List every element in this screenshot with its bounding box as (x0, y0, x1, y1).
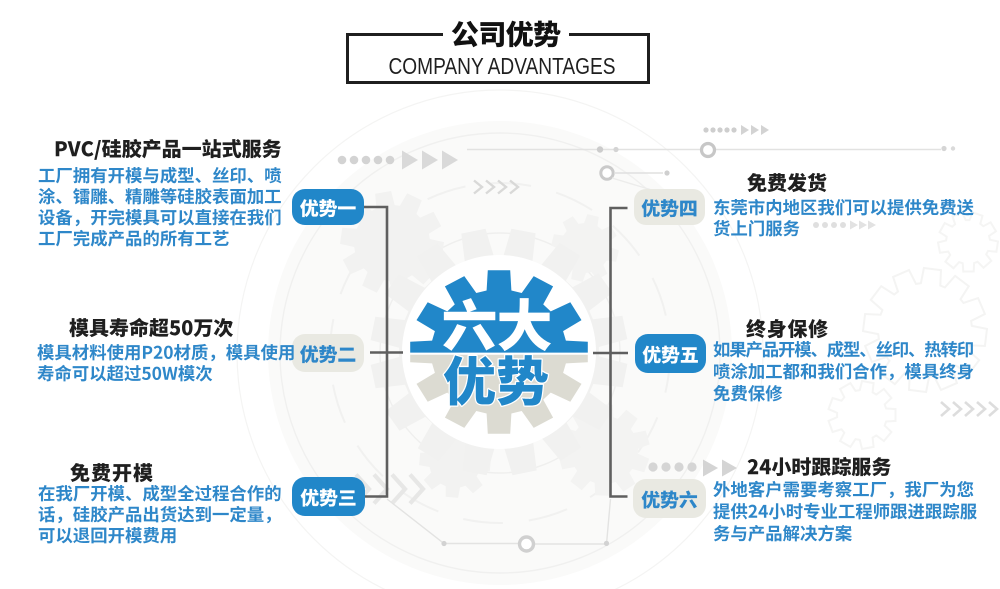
svg-text:COMPANY ADVANTAGES: COMPANY ADVANTAGES (389, 53, 616, 79)
